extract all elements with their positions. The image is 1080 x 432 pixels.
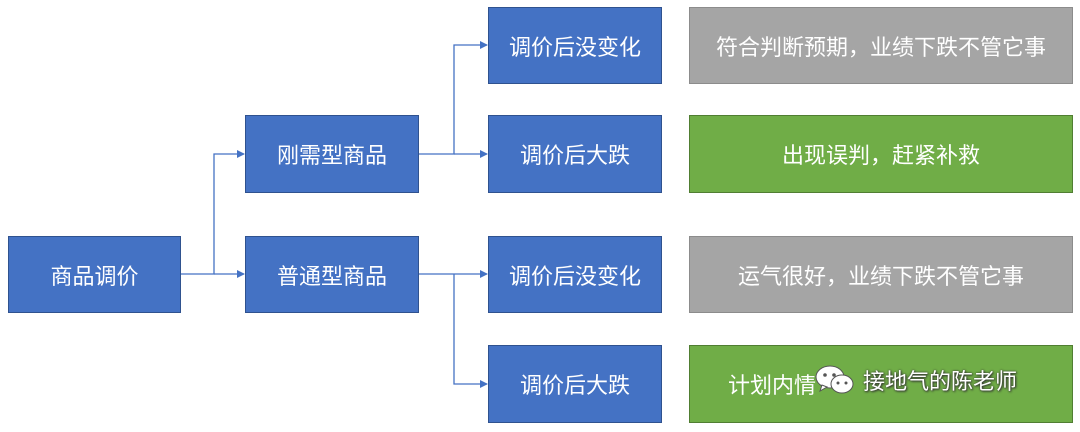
condition-node: 调价后大跌 (488, 115, 662, 193)
condition-label: 调价后没变化 (508, 35, 641, 61)
condition-node: 调价后没变化 (488, 7, 662, 84)
outcome-label: 出现误判，赶紧补救 (781, 144, 980, 169)
outcome-node: 运气很好，业绩下跌不管它事 (689, 236, 1073, 313)
condition-node: 调价后没变化 (488, 236, 662, 313)
category-node-rigid: 刚需型商品 (245, 115, 419, 193)
root-label: 商品调价 (50, 264, 139, 290)
condition-label: 调价后没变化 (508, 264, 641, 290)
wechat-icon (815, 364, 855, 396)
category-node-normal: 普通型商品 (245, 236, 419, 313)
connector-root-to-rigid (181, 150, 245, 275)
condition-node: 调价后大跌 (488, 345, 662, 423)
root-node: 商品调价 (8, 236, 181, 313)
connector-normal-to-drop (453, 274, 488, 388)
category-label: 刚需型商品 (276, 144, 387, 169)
watermark: 接地气的陈老师 (815, 364, 1017, 396)
outcome-label: 运气很好，业绩下跌不管它事 (737, 264, 1024, 290)
category-label: 普通型商品 (276, 264, 387, 290)
outcome-label: 计划内情 (728, 374, 817, 399)
connector-rigid-to-unchanged (419, 41, 488, 155)
outcome-label: 符合判断预期，业绩下跌不管它事 (715, 35, 1046, 61)
outcome-node: 符合判断预期，业绩下跌不管它事 (689, 7, 1073, 84)
condition-label: 调价后大跌 (519, 374, 630, 399)
condition-label: 调价后大跌 (519, 144, 630, 169)
watermark-text: 接地气的陈老师 (863, 370, 1018, 395)
outcome-node: 出现误判，赶紧补救 (689, 115, 1073, 193)
outcome-node: 计划内情 (689, 345, 1073, 423)
